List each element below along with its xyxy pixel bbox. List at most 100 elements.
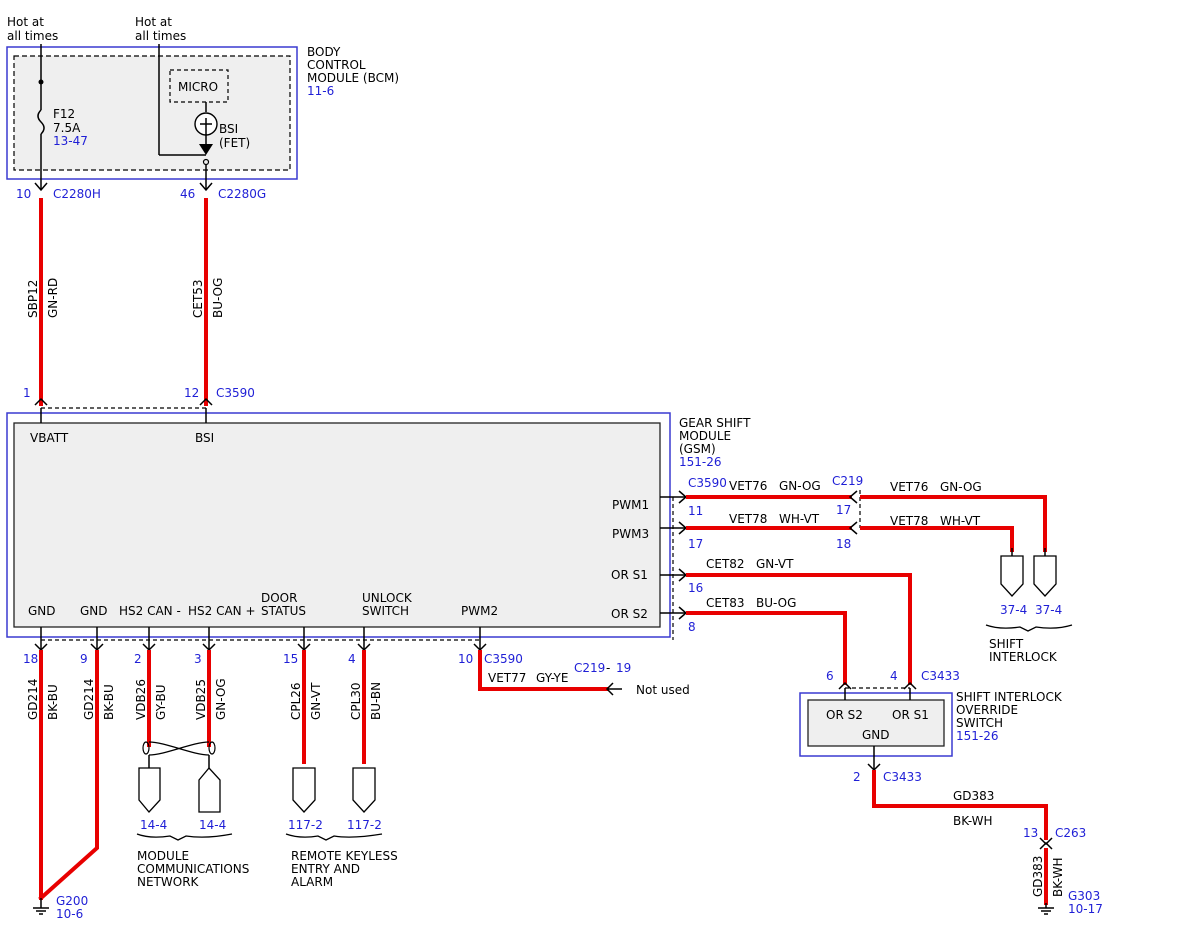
twisted-pair-curve-2 — [148, 741, 210, 756]
override-pin-2: 2 — [853, 770, 861, 784]
gsm-pin-2: 2 — [134, 652, 142, 666]
mcn-terminal-b — [198, 767, 221, 813]
shift-interlock-ref-a: 37-4 — [1000, 603, 1027, 617]
gsm-pin-10: 10 — [458, 652, 473, 666]
cpl26-color: GN-VT — [309, 682, 323, 720]
vet77-conn-pin-19: 19 — [616, 661, 631, 675]
rke-brace — [285, 833, 383, 841]
c219-arrow-18 — [848, 521, 858, 535]
bcm-pin-46: 46 — [180, 187, 195, 201]
gsm-pwm3: PWM3 — [612, 527, 649, 541]
gsm-title-2: MODULE — [679, 429, 731, 443]
bcm-title-1: BODY — [307, 45, 341, 59]
not-used-label: Not used — [636, 683, 690, 697]
gsm-pin-9: 9 — [80, 652, 88, 666]
gsm-unlock-switch-1: UNLOCK — [362, 591, 413, 605]
gsm-pwm2: PWM2 — [461, 604, 498, 618]
gsm-outline — [6, 412, 671, 638]
override-switch-outline — [799, 692, 953, 757]
bcm-outline — [6, 46, 298, 180]
bcm-left-node — [38, 79, 44, 85]
vet78-circuit-b: VET78 — [890, 514, 928, 528]
vdb26-color: GY-BU — [154, 684, 168, 720]
fuse-name: F12 — [53, 107, 75, 121]
override-ors2: OR S2 — [826, 708, 863, 722]
mcn-label-3: NETWORK — [137, 875, 200, 889]
shift-interlock-terminal-a — [1000, 555, 1024, 597]
bcm-conn-c2280h: C2280H — [53, 187, 101, 201]
mcn-ref-a: 14-4 — [140, 818, 167, 832]
gd214-color-b: BK-BU — [102, 684, 116, 720]
gsm-pin-16: 16 — [688, 581, 703, 595]
g303-label: G303 — [1068, 889, 1100, 903]
cet83-circuit: CET83 — [706, 596, 745, 610]
override-pin-arrow-6 — [838, 681, 852, 690]
fuse-ref: 13-47 — [53, 134, 88, 148]
vdb26-circuit: VDB26 — [134, 679, 148, 720]
rke-label-2: ENTRY AND — [291, 862, 360, 876]
cpl30-circuit: CPL30 — [349, 682, 363, 720]
gsm-gnd2: GND — [80, 604, 108, 618]
gd383-color: BK-WH — [953, 814, 993, 828]
mcn-ref-b: 14-4 — [199, 818, 226, 832]
wire-cet53-circuit: CET53 — [191, 279, 205, 318]
override-ors1: OR S1 — [892, 708, 929, 722]
gsm-unlock-switch-2: SWITCH — [362, 604, 409, 618]
gsm-hs2-can-minus: HS2 CAN - — [119, 604, 181, 618]
gd214-circuit-b: GD214 — [82, 679, 96, 720]
wire-sbp12-circuit: SBP12 — [26, 280, 40, 318]
wire-vet77 — [478, 650, 609, 691]
mcn-brace — [136, 833, 233, 841]
wire-cet53-color: BU-OG — [211, 278, 225, 318]
fuse-f12-symbol — [37, 109, 45, 135]
mcn-terminal-a — [138, 767, 161, 813]
cpl30-color: BU-BN — [369, 682, 383, 720]
shift-interlock-ref-b: 37-4 — [1035, 603, 1062, 617]
override-ref: 151-26 — [956, 729, 999, 743]
override-pin-arrow-4 — [903, 681, 917, 690]
micro-label: MICRO — [178, 80, 218, 94]
c219-label: C219 — [832, 474, 863, 488]
twisted-pair-end-right — [208, 741, 216, 755]
bcm-inner — [13, 55, 291, 171]
gsm-ors1: OR S1 — [611, 568, 648, 582]
bcm-title-3: MODULE (BCM) — [307, 71, 399, 85]
wire-cet82 — [686, 573, 912, 685]
vdb25-color: GN-OG — [214, 678, 228, 720]
shift-interlock-brace — [985, 624, 1073, 632]
wire-sbp12-color: GN-RD — [46, 278, 60, 318]
cet82-color: GN-VT — [756, 557, 794, 571]
gsm-conn-right: C3590 — [688, 476, 727, 490]
rke-terminal-a — [292, 767, 316, 813]
gsm-door-status-1: DOOR — [261, 591, 297, 605]
override-title-2: OVERRIDE — [956, 703, 1018, 717]
gsm-title-3: (GSM) — [679, 442, 716, 456]
bcm-pin-10: 10 — [16, 187, 31, 201]
c263-pin-13: 13 — [1023, 826, 1038, 840]
twisted-pair-end-left — [142, 741, 150, 755]
hot-at-all-times-left-1: Hot at — [7, 15, 44, 29]
vet78-color-a: WH-VT — [779, 512, 820, 526]
g200-label: G200 — [56, 894, 88, 908]
gd214-circuit-a: GD214 — [26, 679, 40, 720]
override-conn-top: C3433 — [921, 669, 960, 683]
hot-at-all-times-right-2: all times — [135, 29, 186, 43]
override-gnd: GND — [862, 728, 890, 742]
cpl26-circuit: CPL26 — [289, 682, 303, 720]
gd383-circuit: GD383 — [953, 789, 994, 803]
gsm-pin-11: 11 — [688, 504, 703, 518]
rke-ref-b: 117-2 — [347, 818, 382, 832]
gsm-pwm1: PWM1 — [612, 498, 649, 512]
wire-gd214-b — [38, 650, 99, 901]
rke-label-1: REMOTE KEYLESS — [291, 849, 398, 863]
gd383-vert-circuit: GD383 — [1031, 856, 1045, 897]
g200-ref: 10-6 — [56, 907, 83, 921]
gd214-color-a: BK-BU — [46, 684, 60, 720]
fuse-rating: 7.5A — [53, 121, 81, 135]
vet76-circuit-b: VET76 — [890, 480, 928, 494]
vet77-conn-c219: C219 — [574, 661, 605, 675]
hot-at-all-times-right-1: Hot at — [135, 15, 172, 29]
c263-label: C263 — [1055, 826, 1086, 840]
gsm-pin-12: 12 — [184, 386, 199, 400]
